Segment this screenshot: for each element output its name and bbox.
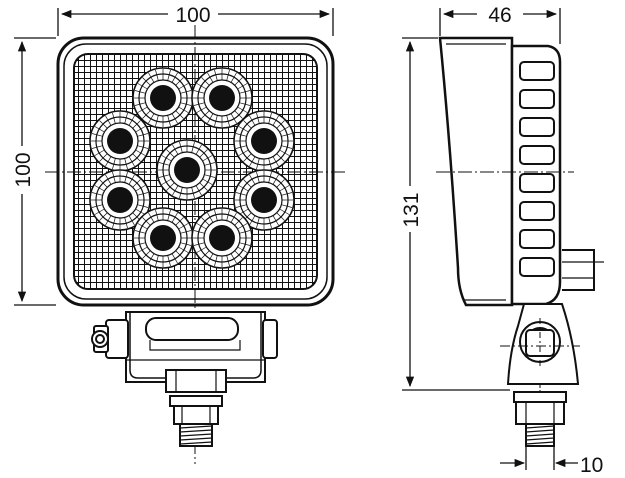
base-nut <box>165 369 227 393</box>
led-emitter <box>89 169 151 231</box>
led-emitter <box>89 110 151 172</box>
bracket-knob-right <box>262 319 278 359</box>
bracket-knob-left <box>105 319 129 359</box>
heatsink-fin <box>519 201 555 221</box>
heatsink-fin <box>519 61 555 81</box>
led-emitter <box>191 67 253 129</box>
bolt-width-dimension <box>500 446 578 470</box>
led-emitter <box>132 67 194 129</box>
heatsink-fin <box>519 257 555 277</box>
side-view <box>436 36 604 447</box>
bolt-width-label: 10 <box>580 454 603 477</box>
side-depth-label: 46 <box>488 4 511 27</box>
heatsink-fin <box>519 229 555 249</box>
front-height-label: 100 <box>12 152 35 187</box>
side-connector <box>562 249 604 291</box>
side-height-label: 131 <box>400 192 423 227</box>
led-emitter <box>156 139 218 201</box>
side-bolt <box>513 391 567 447</box>
led-emitter <box>233 169 295 231</box>
led-emitter <box>233 110 295 172</box>
side-bracket <box>500 303 580 385</box>
led-array <box>89 67 295 269</box>
heatsink-fins <box>519 61 555 277</box>
front-bolt <box>169 395 223 447</box>
led-emitter <box>191 207 253 269</box>
heatsink-fin <box>519 89 555 109</box>
heatsink-fin <box>519 117 555 137</box>
mounting-bracket <box>91 311 278 393</box>
front-width-label: 100 <box>175 4 210 27</box>
bracket-slot <box>145 317 239 341</box>
front-view <box>45 25 346 464</box>
heatsink-fin <box>519 173 555 193</box>
heatsink-fin <box>519 145 555 165</box>
led-emitter <box>132 207 194 269</box>
